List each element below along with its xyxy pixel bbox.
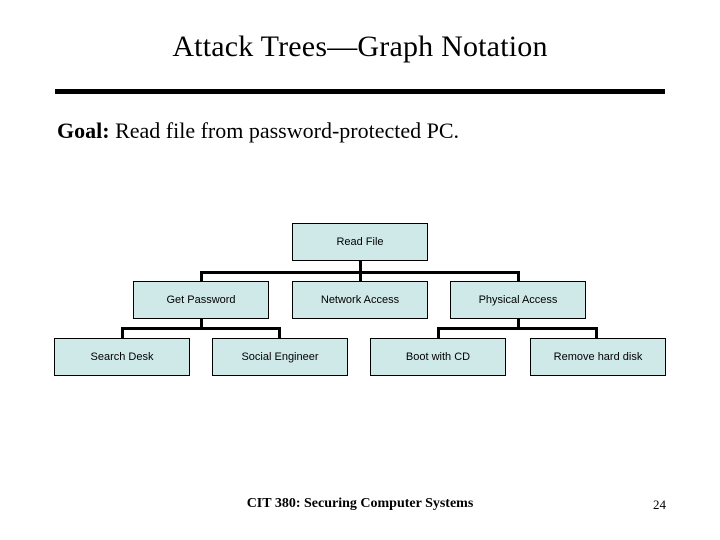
node-label: Read File [336, 235, 384, 248]
slide-footer: CIT 380: Securing Computer Systems [246, 496, 474, 511]
node-physical-access[interactable]: Physical Access [450, 281, 586, 319]
goal-text: Read file from password-protected PC. [109, 118, 460, 143]
node-label: Physical Access [478, 293, 558, 306]
node-get-password[interactable]: Get Password [133, 281, 269, 319]
page-title: Attack Trees—Graph Notation [172, 30, 548, 63]
edge-to-network-access [359, 271, 362, 283]
node-label: Network Access [320, 293, 400, 306]
node-label: Boot with CD [405, 350, 471, 363]
edge-physicalaccess-bus [437, 327, 598, 330]
edge-to-get-password [200, 271, 203, 283]
node-read-file[interactable]: Read File [292, 223, 428, 261]
edge-to-boot-with-cd [437, 327, 440, 339]
node-boot-with-cd[interactable]: Boot with CD [370, 338, 506, 376]
node-social-engineer[interactable]: Social Engineer [212, 338, 348, 376]
edge-to-remove-hard-disk [595, 327, 598, 339]
edge-readfile-stem [359, 261, 362, 273]
edge-physicalaccess-stem [517, 319, 520, 329]
edge-to-search-desk [121, 327, 124, 339]
edge-getpassword-stem [200, 319, 203, 329]
node-remove-hard-disk[interactable]: Remove hard disk [530, 338, 666, 376]
edge-to-physical-access [517, 271, 520, 283]
edge-to-social-engineer [278, 327, 281, 339]
node-label: Get Password [166, 293, 236, 306]
node-label: Remove hard disk [553, 350, 643, 363]
node-network-access[interactable]: Network Access [292, 281, 428, 319]
edge-getpassword-bus [121, 327, 281, 330]
goal-label: Goal: [57, 118, 110, 143]
title-divider [55, 89, 665, 94]
goal-line: Goal: Read file from password-protected … [57, 118, 459, 144]
node-search-desk[interactable]: Search Desk [54, 338, 190, 376]
slide-page-number: 24 [653, 497, 666, 512]
node-label: Social Engineer [241, 350, 319, 363]
node-label: Search Desk [90, 350, 154, 363]
